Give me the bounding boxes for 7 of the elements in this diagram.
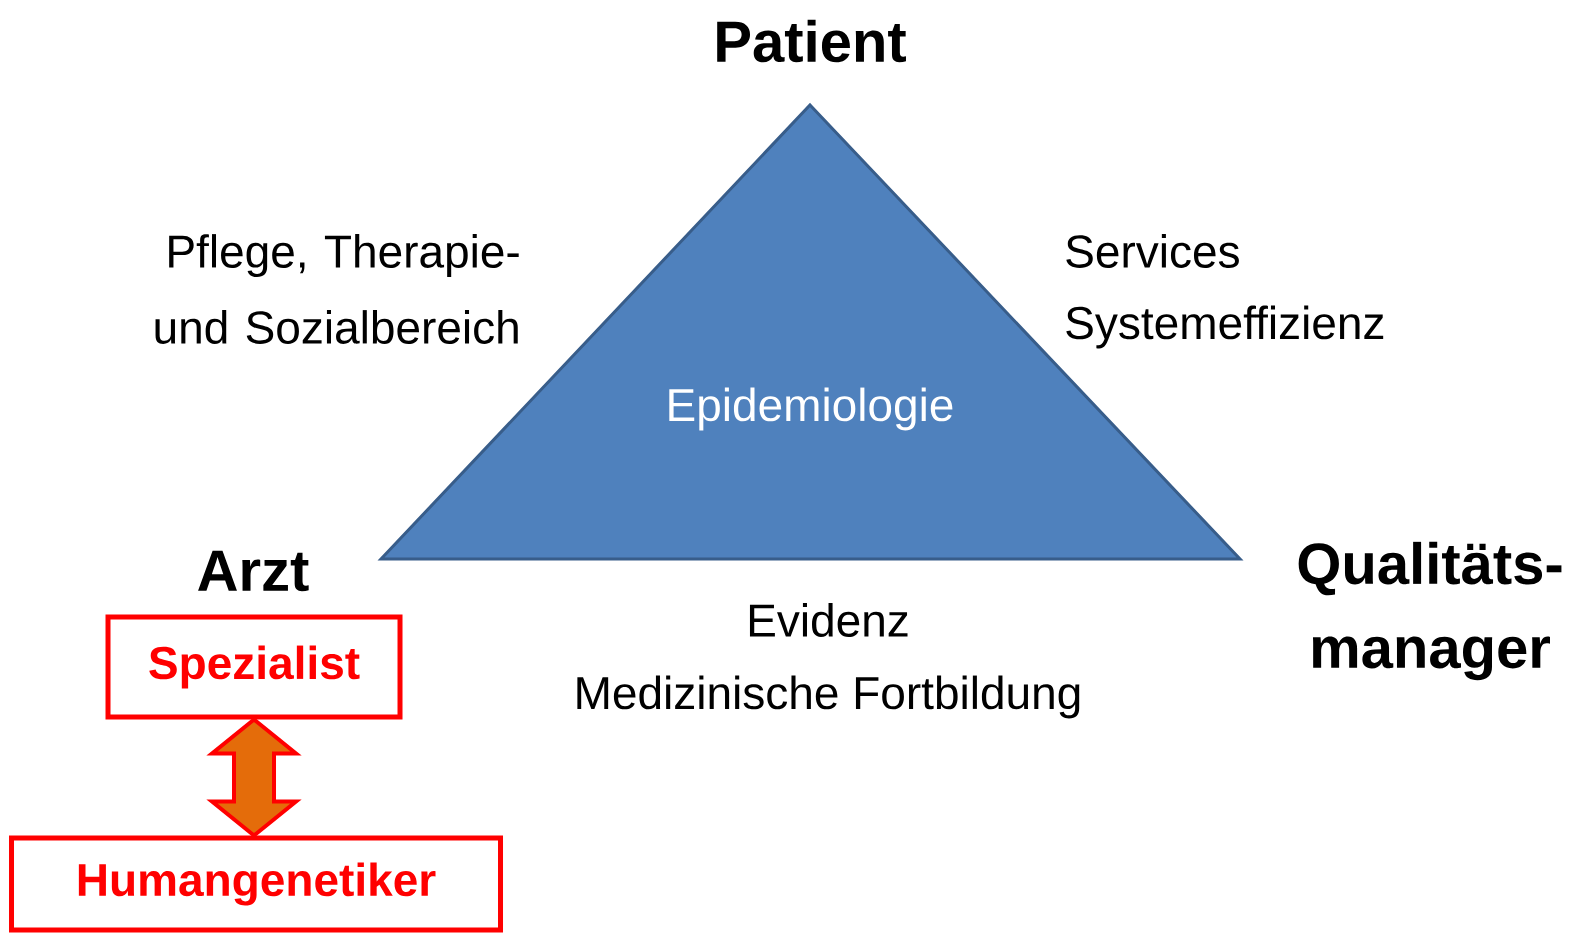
- text-label: Evidenz: [749, 603, 908, 637]
- label-box: Spezialist: [105, 614, 403, 720]
- text-label: Services: [1066, 234, 1239, 268]
- text-label: Qualitäts- manager: [1298, 541, 1562, 681]
- text-label: Arzt: [198, 550, 309, 592]
- label-box: Humangenetiker: [9, 835, 503, 933]
- text-label: Medizinische Fortbildung: [577, 675, 1080, 719]
